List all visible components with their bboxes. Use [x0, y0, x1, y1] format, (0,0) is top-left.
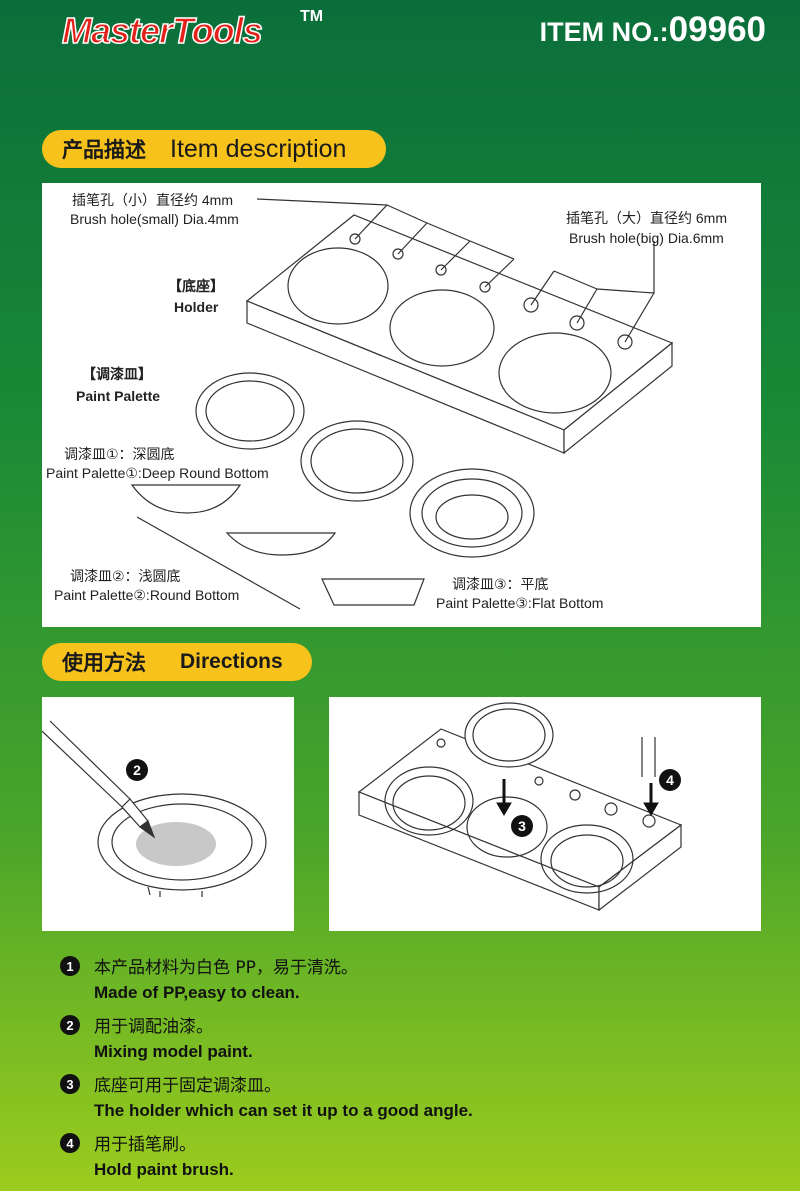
direction-text-en: The holder which can set it up to a good…: [94, 1101, 473, 1120]
section-title-zh: 使用方法: [62, 651, 146, 675]
direction-text-zh: 用于调配油漆。: [94, 1017, 213, 1037]
label-brush-big-zh: 插笔孔（大）直径约 6mm: [566, 210, 727, 226]
section-title-zh: 产品描述: [62, 138, 146, 162]
label-brush-big-en: Brush hole(big) Dia.6mm: [569, 230, 724, 246]
step-2-marker: 2: [126, 759, 148, 781]
brand-logo: MasterTools TM: [61, 8, 332, 58]
label-palette-en: Paint Palette: [76, 388, 161, 404]
list-item: 2 用于调配油漆。 Mixing model paint.: [60, 1012, 760, 1071]
directions-panel-holder: 3 4: [329, 697, 761, 931]
list-item: 4 用于插笔刷。 Hold paint brush.: [60, 1130, 760, 1189]
label-palette-zh: 【调漆皿】: [82, 366, 152, 382]
label-palette-2-zh: 调漆皿②：浅圆底: [70, 568, 181, 584]
direction-text-zh: 本产品材料为白色 PP，易于清洗。: [94, 958, 358, 978]
label-holder-zh: 【底座】: [168, 278, 224, 294]
step-number: 4: [60, 1133, 80, 1153]
section-header-directions: 使用方法 Directions: [42, 643, 312, 681]
step-4-marker: 4: [659, 769, 681, 791]
item-number-label: ITEM NO.:: [539, 17, 669, 47]
label-palette-1-zh: 调漆皿①：深圆底: [64, 446, 175, 462]
item-number-value: 09960: [668, 10, 766, 49]
brush-mixing-illustration: [42, 720, 267, 897]
item-number: ITEM NO.:09960: [540, 10, 766, 50]
section-title-en: Item description: [170, 134, 347, 163]
label-brush-small-zh: 插笔孔（小）直径约 4mm: [72, 192, 233, 208]
trademark: TM: [300, 8, 324, 25]
direction-text-en: Hold paint brush.: [94, 1160, 234, 1179]
label-palette-3-en: Paint Palette③:Flat Bottom: [436, 595, 604, 611]
logo-text: MasterTools: [61, 9, 263, 52]
direction-text-zh: 用于插笔刷。: [94, 1135, 196, 1155]
list-item: 3 底座可用于固定调漆皿。 The holder which can set i…: [60, 1071, 760, 1130]
label-palette-1-en: Paint Palette①:Deep Round Bottom: [46, 465, 269, 481]
label-palette-2-en: Paint Palette②:Round Bottom: [54, 587, 240, 603]
section-title-en: Directions: [180, 650, 283, 673]
item-description-panel: 插笔孔（小）直径约 4mm Brush hole(small) Dia.4mm …: [42, 183, 761, 627]
label-palette-3-zh: 调漆皿③：平底: [452, 576, 549, 592]
step-number: 3: [60, 1074, 80, 1094]
holder-palette-diagram: [130, 198, 674, 610]
directions-list: 1 本产品材料为白色 PP，易于清洗。 Made of PP,easy to c…: [60, 953, 760, 1189]
step-number: 1: [60, 956, 80, 976]
section-header-description: 产品描述 Item description: [42, 130, 386, 168]
step-number: 2: [60, 1015, 80, 1035]
direction-text-en: Mixing model paint.: [94, 1042, 253, 1061]
step-3-marker: 3: [511, 815, 533, 837]
label-holder-en: Holder: [174, 299, 219, 315]
label-brush-small-en: Brush hole(small) Dia.4mm: [70, 211, 239, 227]
directions-panel-mixing: 2: [42, 697, 294, 931]
list-item: 1 本产品材料为白色 PP，易于清洗。 Made of PP,easy to c…: [60, 953, 760, 1012]
direction-text-en: Made of PP,easy to clean.: [94, 983, 300, 1002]
holder-usage-illustration: [357, 702, 683, 912]
direction-text-zh: 底座可用于固定调漆皿。: [94, 1076, 281, 1096]
